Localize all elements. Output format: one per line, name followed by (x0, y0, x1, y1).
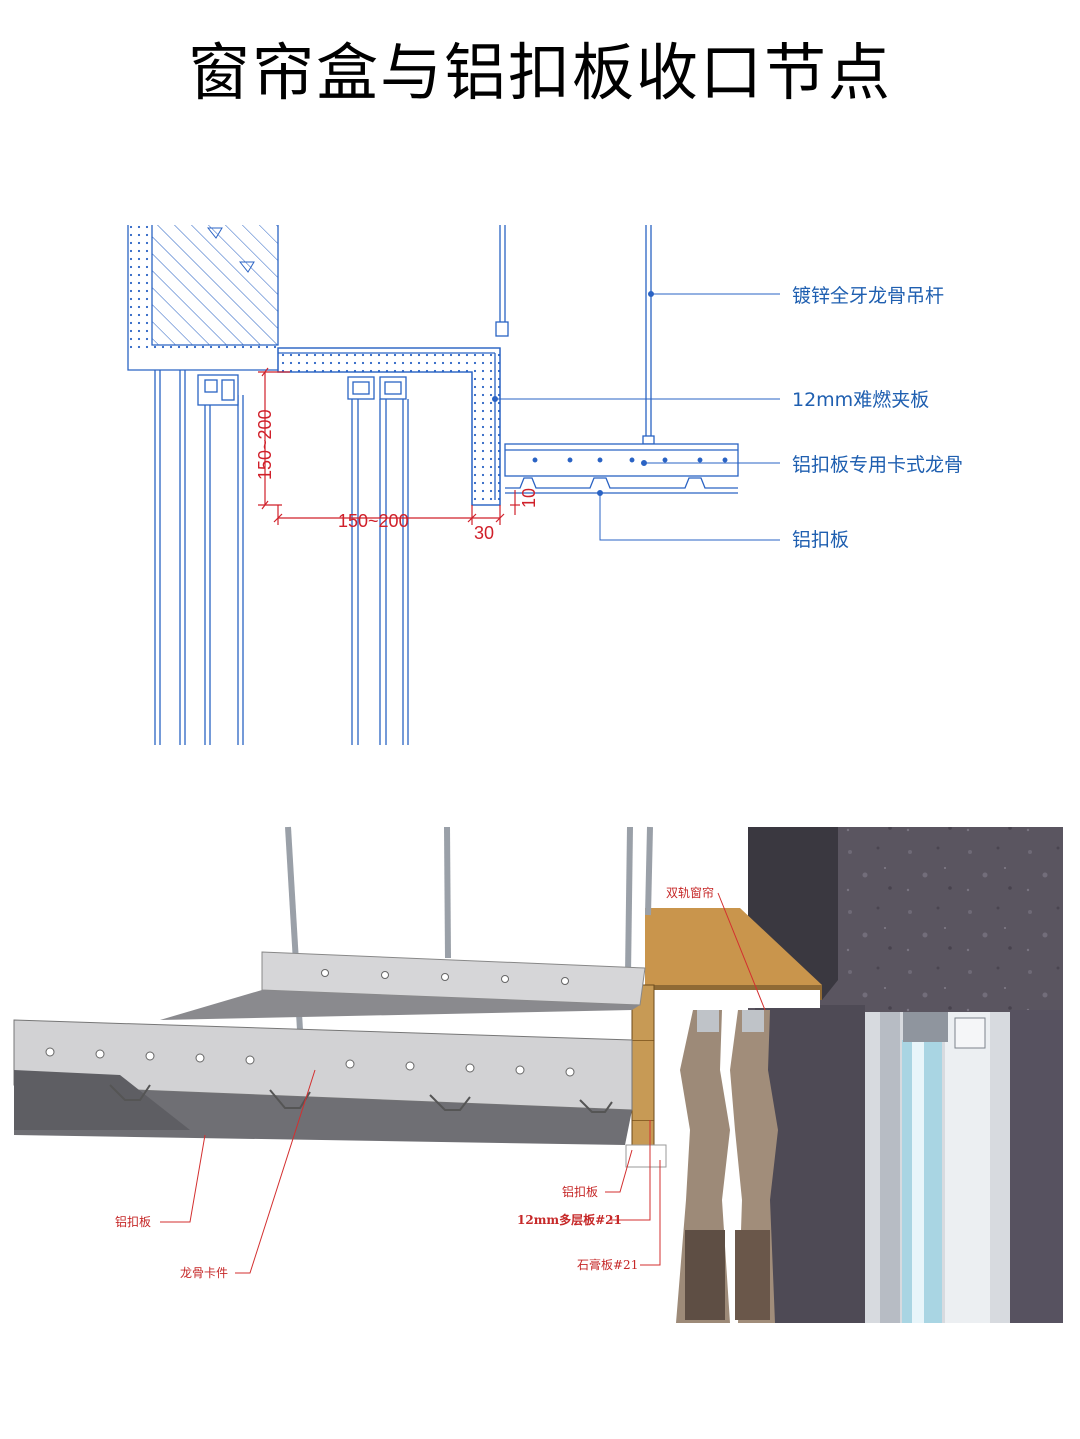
label-panel: 铝扣板 (792, 529, 849, 551)
label-panel-right: 铝扣板 (562, 1184, 598, 1199)
label-panel-left: 铝扣板 (115, 1214, 151, 1229)
leaders (492, 291, 780, 541)
label-keel-clip: 龙骨卡件 (180, 1266, 228, 1280)
label-double-track: 双轨窗帘 (666, 885, 714, 900)
dim-board-label: 30 (474, 523, 494, 543)
label-hanger-rod: 镀锌全牙龙骨吊杆 (792, 285, 944, 307)
window-frame-3d (865, 1012, 1010, 1323)
dim-width-label: 150~200 (338, 511, 409, 531)
model-leaders (160, 892, 766, 1274)
label-fire-board: 12mm难燃夹板 (792, 389, 929, 411)
dim-height-label: 150~200 (255, 409, 275, 480)
hanger-rods (495, 225, 655, 445)
curtain-box-3d (625, 908, 822, 1168)
curtain-box-board (277, 347, 501, 506)
label-keel: 铝扣板专用卡式龙骨 (792, 454, 963, 476)
page-title: 窗帘盒与铝扣板收口节点 (187, 36, 892, 109)
label-multilayer: 12mm多层板#21 (517, 1212, 622, 1227)
model-view (13, 826, 1063, 1323)
label-gypsum: 石膏板#21 (577, 1257, 638, 1272)
cad-section (127, 225, 780, 745)
ceiling-system (13, 951, 646, 1145)
window-frame (154, 370, 244, 745)
curtains (676, 1010, 778, 1323)
dimensions (258, 367, 520, 525)
concrete-beam (127, 225, 279, 371)
keel-profile (504, 443, 739, 494)
dim-gap-label: 10 (519, 488, 539, 508)
curtain-tracks (347, 376, 409, 745)
